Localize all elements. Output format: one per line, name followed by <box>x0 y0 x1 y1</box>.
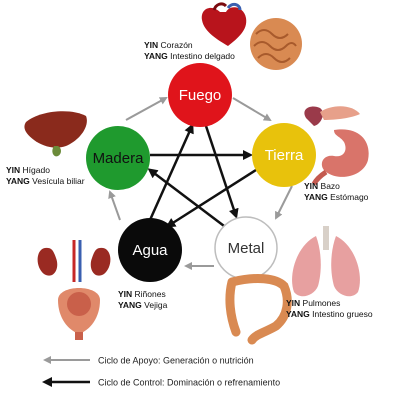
support-arrow-agua-madera <box>108 190 121 221</box>
agua-circle <box>118 218 182 282</box>
agua-organs-label: YIN Riñones YANG Vejiga <box>118 289 167 311</box>
element-metal: Metal <box>214 216 278 280</box>
fuego-label: Fuego <box>179 87 222 104</box>
legend-control-label: Ciclo de Control: Dominación o refrenami… <box>98 377 280 387</box>
madera-yang-text: YANG Vesícula biliar <box>6 176 85 186</box>
madera-label: Madera <box>93 150 145 167</box>
fuego-organs-label: YIN Corazón YANG Intestino delgado <box>144 40 235 62</box>
fuego-yang-text: YANG Intestino delgado <box>144 51 235 61</box>
legend-support-label: Ciclo de Apoyo: Generación o nutrición <box>98 355 254 365</box>
control-arrow-agua-fuego <box>148 123 194 221</box>
madera-circle <box>86 126 150 190</box>
fuego-circle <box>168 63 232 127</box>
agua-yin-text: YIN Riñones <box>118 289 166 299</box>
large-intestine-illustration <box>225 274 292 345</box>
element-madera: Madera <box>86 126 150 190</box>
control-arrow-fuego-metal <box>204 125 239 219</box>
support-cycle-arrows <box>108 97 293 270</box>
tierra-label: Tierra <box>265 147 304 164</box>
metal-yin-text: YIN Pulmones <box>286 298 341 308</box>
legend: Ciclo de Apoyo: Generación o nutrición C… <box>42 355 280 387</box>
element-agua: Agua <box>118 218 182 282</box>
fuego-yin-text: YIN Corazón <box>144 40 193 50</box>
stomach-illustration <box>311 129 369 186</box>
kidneys-illustration <box>37 240 111 282</box>
small-intestine-illustration <box>250 18 302 70</box>
element-fuego: Fuego <box>168 63 232 127</box>
tierra-yang-text: YANG Estómago <box>304 192 369 202</box>
element-tierra: Tierra <box>252 123 316 187</box>
spleen-illustration <box>304 106 360 126</box>
liver-illustration <box>24 111 87 157</box>
tierra-yin-text: YIN Bazo <box>304 181 340 191</box>
agua-yang-text: YANG Vejiga <box>118 300 168 310</box>
control-arrow-tierra-agua <box>165 168 257 228</box>
metal-organs-label: YIN Pulmones YANG Intestino grueso <box>286 298 373 320</box>
madera-yin-text: YIN Hígado <box>6 165 50 175</box>
heart-illustration <box>201 2 247 46</box>
support-arrow-madera-fuego <box>125 97 168 121</box>
tierra-circle <box>252 123 316 187</box>
support-arrow-fuego-tierra <box>232 97 272 122</box>
madera-organs-label: YIN Hígado YANG Vesícula biliar <box>6 165 85 187</box>
agua-label: Agua <box>132 242 168 259</box>
bladder-illustration <box>58 288 100 340</box>
control-arrow-metal-madera <box>147 168 233 233</box>
lungs-illustration <box>292 226 360 297</box>
support-arrow-tierra-metal <box>275 185 293 220</box>
control-cycle-arrows <box>147 123 257 233</box>
tierra-organs-label: YIN Bazo YANG Estómago <box>304 181 368 203</box>
metal-label: Metal <box>228 240 265 257</box>
metal-yang-text: YANG Intestino grueso <box>286 309 373 319</box>
